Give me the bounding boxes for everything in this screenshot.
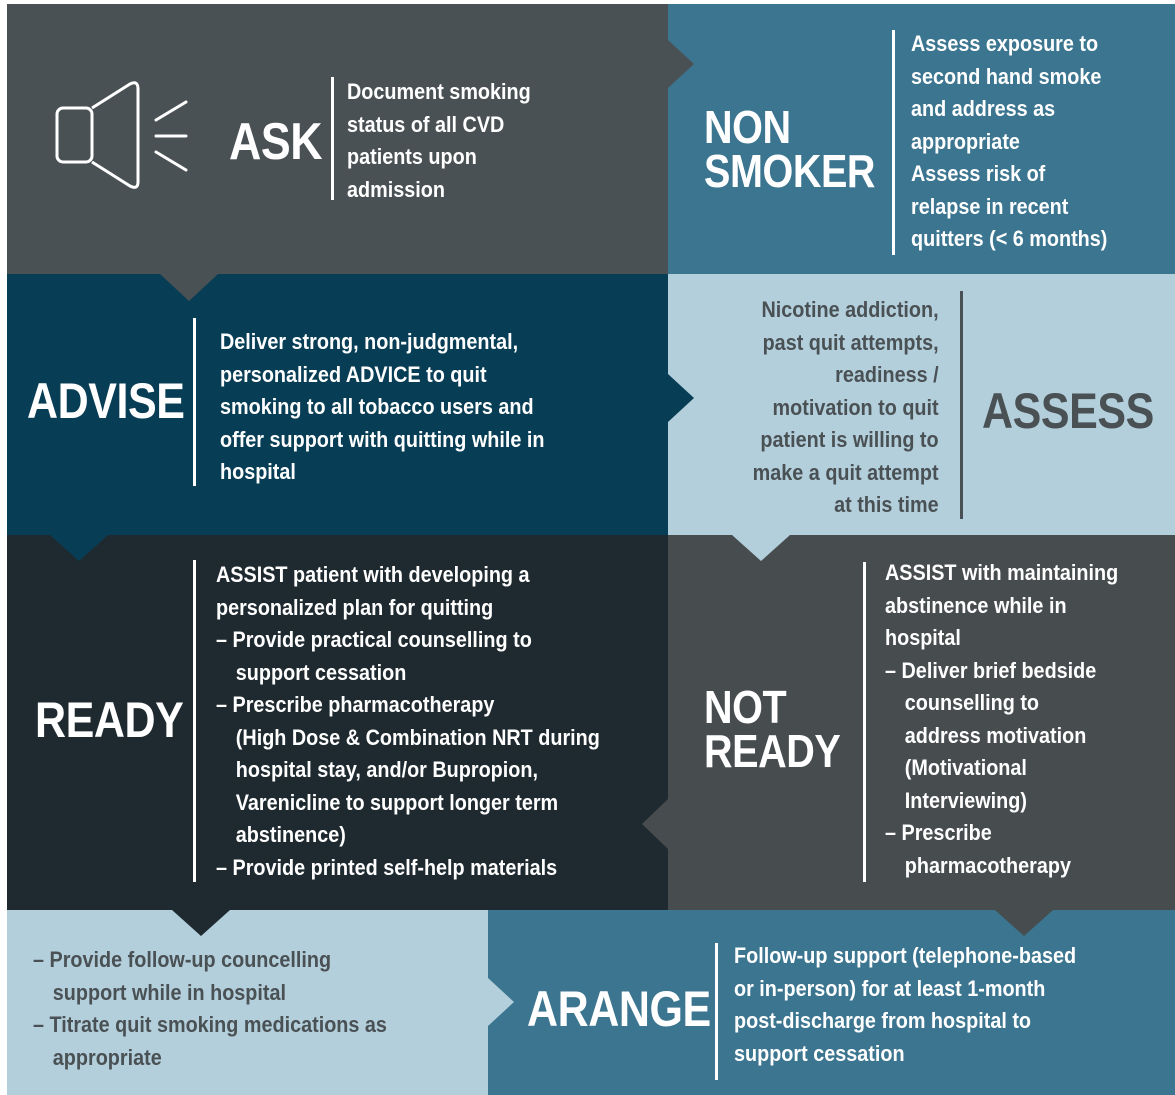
arrow-ask-to-advise — [160, 274, 218, 301]
advise-panel — [7, 274, 668, 535]
arrow-not-ready-to-arrange — [995, 910, 1053, 936]
arrow-assess-to-not-ready — [732, 535, 790, 561]
ask-label: ASK — [229, 113, 323, 171]
assess-label: ASSESS — [982, 383, 1154, 439]
ready-text: ASSIST patient with developing a persona… — [216, 562, 600, 880]
not-ready-divider — [863, 562, 866, 882]
ready-panel — [7, 535, 668, 910]
non-smoker-divider — [892, 30, 895, 255]
arrow-advise-to-ready — [50, 535, 108, 561]
advise-label: ADVISE — [27, 373, 185, 429]
arrange-divider — [715, 943, 718, 1080]
arrange-label: ARANGE — [527, 981, 711, 1037]
non-smoker-panel — [668, 4, 1175, 274]
non-smoker-text: Assess exposure to second hand smoke and… — [911, 31, 1108, 251]
megaphone-icon — [55, 81, 188, 189]
arrange-text: Follow-up support (telephone-based or in… — [734, 943, 1077, 1066]
arrow-advise-to-assess — [668, 374, 694, 422]
ask-text: Document smoking status of all CVD patie… — [347, 79, 531, 202]
followup-text: – Provide follow-up councelling support … — [33, 947, 387, 1070]
not-ready-text: ASSIST with maintaining abstinence while… — [885, 560, 1119, 878]
assess-panel — [668, 274, 1175, 535]
arrow-followup-to-arrange — [488, 978, 514, 1026]
arrow-ask-to-non-smoker — [668, 40, 694, 88]
followup-panel — [7, 910, 488, 1095]
advise-divider — [193, 318, 196, 486]
ask-panel — [7, 4, 668, 274]
advise-text: Deliver strong, non-judgmental, personal… — [220, 329, 545, 484]
arrow-ready-to-followup — [172, 910, 230, 936]
non-smoker-label: NON SMOKER — [704, 101, 876, 197]
not-ready-panel — [668, 535, 1175, 910]
assess-text: Nicotine addiction, past quit attempts, … — [753, 297, 939, 517]
arrange-panel — [488, 910, 1175, 1095]
assess-divider — [960, 291, 963, 519]
ready-label: READY — [35, 692, 184, 748]
arrow-not-ready-to-ready — [642, 799, 668, 849]
not-ready-label: NOT READY — [704, 681, 841, 777]
ready-divider — [193, 560, 196, 882]
ask-divider — [331, 77, 334, 200]
